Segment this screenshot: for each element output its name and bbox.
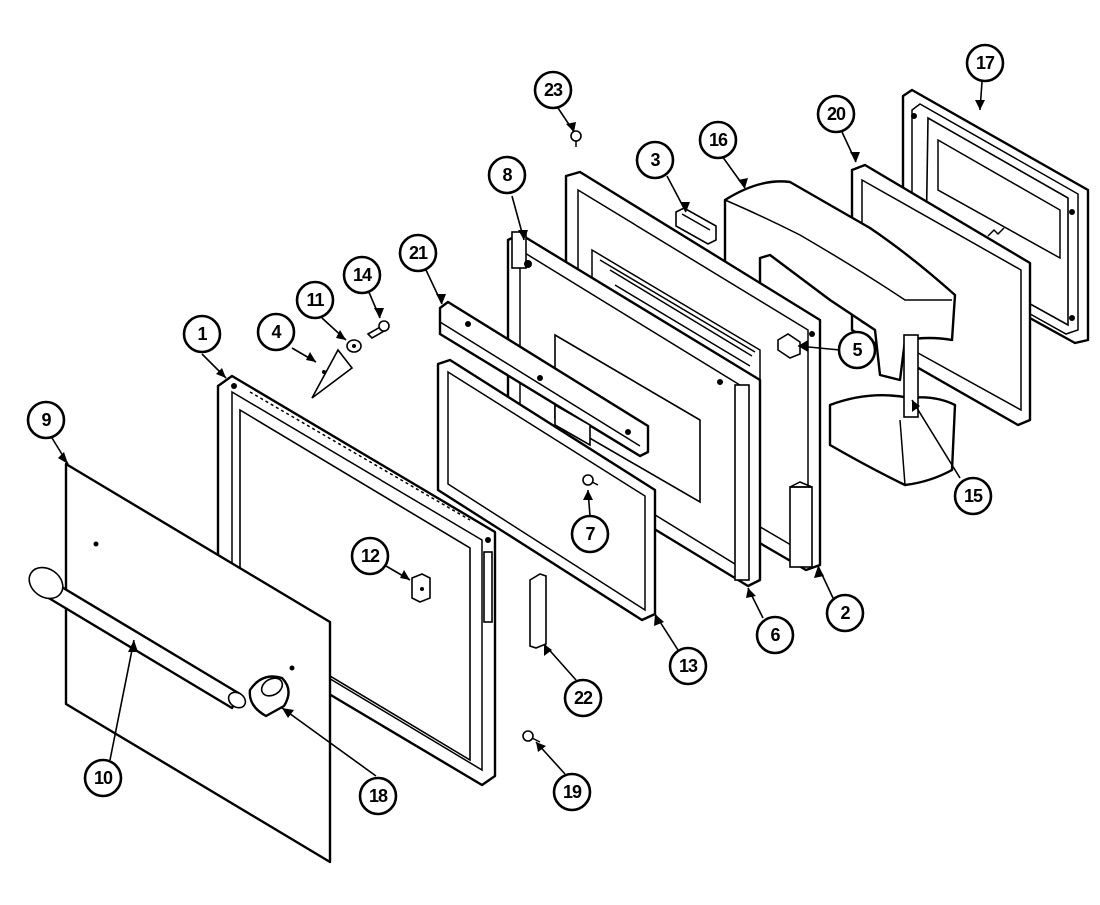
part-10-handle: [28, 566, 247, 710]
part-22-strip: [529, 573, 547, 649]
part-23-screw: [570, 130, 582, 147]
part-5-clip: [777, 333, 801, 359]
svg-text:19: 19: [563, 782, 582, 802]
callout-16: 16: [698, 120, 738, 160]
svg-text:21: 21: [409, 243, 428, 263]
part-7-screw: [582, 474, 599, 486]
svg-text:4: 4: [271, 322, 281, 342]
callout-23: 23: [533, 70, 573, 110]
svg-text:13: 13: [679, 656, 698, 676]
callout-8: 8: [487, 155, 527, 195]
part-1-door-frame: [216, 374, 497, 787]
callout-6: 6: [755, 615, 795, 655]
part-12-badge: [411, 573, 431, 603]
callout-11: 11: [295, 280, 335, 320]
part-14-screw: [366, 320, 390, 339]
part-21-channel: [438, 300, 650, 458]
callout-12: 12: [350, 536, 390, 576]
callout-5: 5: [837, 330, 877, 370]
callout-20: 20: [816, 94, 856, 134]
svg-text:6: 6: [770, 625, 780, 645]
callout-4: 4: [256, 312, 296, 352]
svg-text:22: 22: [574, 688, 593, 708]
svg-text:8: 8: [502, 165, 512, 185]
callout-19: 19: [552, 772, 592, 812]
svg-text:2: 2: [840, 603, 850, 623]
callout-21: 21: [398, 233, 438, 273]
svg-text:23: 23: [544, 80, 563, 100]
callout-1: 1: [182, 314, 222, 354]
svg-text:16: 16: [709, 130, 728, 150]
part-4-triangle-bracket: [311, 348, 354, 399]
svg-text:11: 11: [306, 290, 324, 310]
svg-text:15: 15: [964, 486, 983, 506]
svg-text:10: 10: [94, 768, 113, 788]
part-15-seal-strip: [903, 334, 919, 418]
callout-9: 9: [26, 400, 66, 440]
callout-13: 13: [668, 646, 708, 686]
callout-2: 2: [825, 593, 865, 633]
callout-22: 22: [563, 678, 603, 718]
callout-10: 10: [83, 758, 123, 798]
svg-text:12: 12: [361, 546, 380, 566]
callout-7: 7: [570, 514, 610, 554]
svg-text:14: 14: [353, 265, 372, 285]
callout-14: 14: [342, 255, 382, 295]
leader-lines: [51, 81, 985, 777]
svg-text:7: 7: [585, 524, 595, 544]
callout-15: 15: [953, 476, 993, 516]
part-18-end-cap: [248, 675, 290, 718]
svg-text:5: 5: [852, 340, 862, 360]
svg-text:17: 17: [976, 53, 995, 73]
svg-text:3: 3: [650, 150, 660, 170]
svg-text:18: 18: [369, 786, 388, 806]
callout-17: 17: [965, 43, 1005, 83]
part-11-nut: [346, 339, 362, 353]
part-9-door-panel: [64, 462, 332, 864]
svg-text:1: 1: [197, 324, 207, 344]
callout-3: 3: [635, 140, 675, 180]
svg-text:9: 9: [41, 410, 51, 430]
svg-text:20: 20: [827, 104, 846, 124]
part-19-screw: [522, 730, 541, 743]
callout-18: 18: [358, 776, 398, 816]
